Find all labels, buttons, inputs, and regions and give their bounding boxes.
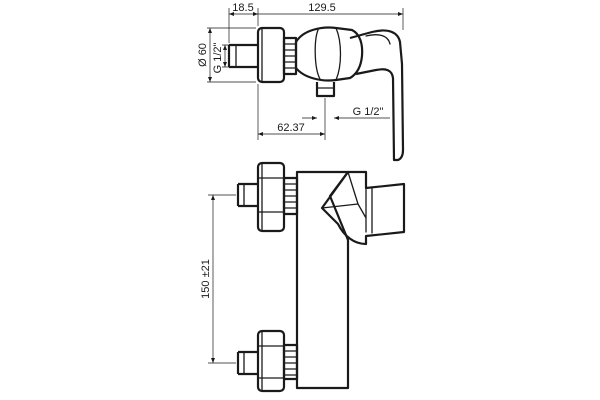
dimension-outlet-thread: G 1/2" (302, 106, 390, 120)
dimension-18-5: 18.5 (228, 2, 259, 43)
dimension-129-5-label: 129.5 (308, 2, 336, 14)
top-hex-nut (282, 36, 298, 76)
top-body (294, 26, 364, 82)
dimension-inlet-thread: G 1/2" (212, 43, 229, 74)
top-lever (349, 29, 405, 162)
lower-inlet-pipe (236, 350, 258, 376)
front-view: 150 ±21 (200, 161, 406, 393)
dimension-18-5-label: 18.5 (232, 2, 253, 14)
top-shower-outlet (315, 82, 336, 98)
top-view: 18.5 129.5 Ø 60 G 1/2" 62.37 (197, 2, 405, 162)
dimension-diameter-label: Ø 60 (197, 43, 209, 67)
front-handle-housing (320, 170, 406, 246)
upper-flange-detail (257, 162, 285, 232)
top-body-contour-2 (335, 27, 342, 81)
top-body-contour (314, 29, 321, 80)
lower-hex-nut (282, 343, 299, 381)
dimension-129-5: 129.5 (258, 2, 404, 30)
front-body (295, 170, 350, 390)
upper-hex-nut (282, 176, 299, 216)
dimension-inlet-thread-label: G 1/2" (212, 43, 224, 74)
upper-inlet-pipe (236, 182, 258, 208)
dimension-outlet-thread-label: G 1/2" (353, 106, 384, 118)
dimension-inlet-spacing-label: 150 ±21 (200, 259, 212, 299)
dimension-62-37-label: 62.37 (277, 122, 305, 134)
dimension-62-37: 62.37 (257, 84, 326, 140)
top-inlet-pipe (227, 43, 258, 69)
dimension-inlet-spacing: 150 ±21 (200, 194, 236, 364)
front-housing-contour (321, 171, 373, 234)
top-lever-contour (365, 34, 391, 45)
lower-flange-detail (257, 330, 285, 392)
dimension-diameter: Ø 60 (197, 27, 256, 83)
